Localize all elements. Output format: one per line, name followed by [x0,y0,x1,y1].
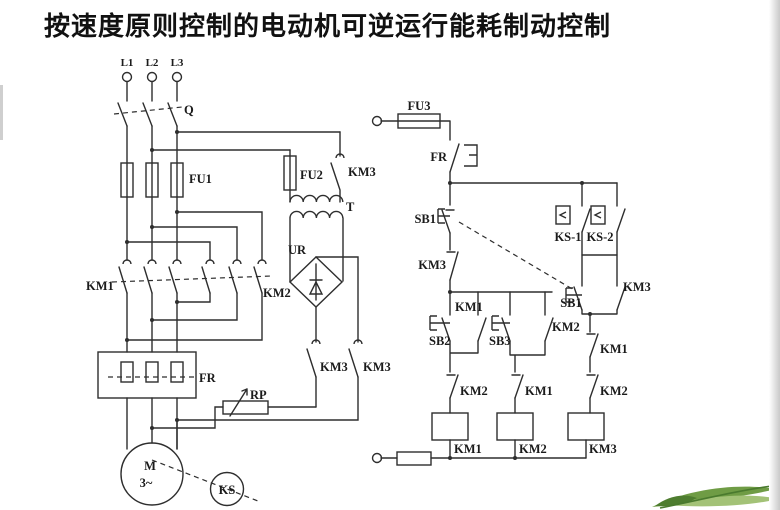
thermal-contact-fr-label: FR [430,150,448,164]
brake-nc-km1-label: KM1 [600,342,628,356]
thermal-contact-fr: FR [430,143,618,206]
brake-contact-km3-label: KM3 [348,165,376,179]
rectifier-ur: UR [288,243,359,343]
terminal-l2 [146,71,158,83]
contactor-km1-label: KM1 [86,279,114,293]
power-circuit: L1 L2 L3 Q [86,57,391,507]
fuse-fu2-label: FU2 [300,168,323,182]
speed-contacts-ks: KS-1 KS-2 [554,182,626,256]
right-edge-strip [769,0,780,510]
interlock-km2-nc-label: KM2 [460,384,488,398]
leaf-stem [659,485,773,509]
leaf-decoration [652,485,778,509]
fuse-fu1-label: FU1 [189,172,212,186]
crossover-feeds [125,210,263,261]
coil-km3-label: KM3 [589,442,617,456]
brake-fuse-fu2: FU2 [283,149,323,203]
transformer-t: T [289,194,355,283]
coil-km1-label: KM1 [454,442,482,456]
rectifier-ur-label: UR [288,243,307,257]
control-fuse-fu3-label: FU3 [408,99,431,113]
brake-contact-km3-supply: KM3 [330,131,376,203]
interlock-km3-nc: KM3 [418,251,553,294]
switch-q-label: Q [184,103,194,117]
supply-terminals: L1 L2 L3 [121,57,184,102]
branch-km2: SB3 KM2 KM1 KM2 [489,291,580,459]
selfhold-km2-label: KM2 [552,320,580,334]
disconnect-switch-q: Q [113,102,194,164]
coil-km2-label: KM2 [519,442,547,456]
branch-km1: SB2 KM1 KM2 KM1 [429,291,488,459]
dc-brake-km3-right-label: KM3 [363,360,391,374]
slide-title: 按速度原则控制的电动机可逆运行能耗制动控制 [44,12,612,41]
brake-start-parallel: SB1 KM3 [560,254,651,315]
contactor-contacts-km2: KM2 [111,259,291,300]
stop-button-sb1-nc-label: SB1 [414,212,436,226]
phase-l2-label: L2 [146,57,159,69]
dc-brake-km3-left-label: KM3 [320,360,348,374]
fuse-group-fu1: FU1 [120,162,212,261]
control-supply: FU3 [371,99,451,141]
stop-button-sb1-no-label: SB1 [560,296,582,310]
speed-relay-ks: KS [151,459,259,507]
speed-contact-ks1-label: KS-1 [554,230,581,244]
branch-km3: KM1 KM2 KM3 [567,312,628,459]
dc-brake-contacts: KM3 KM3 [175,339,391,450]
start-button-sb2-label: SB2 [429,334,451,348]
terminal-l3 [171,71,183,83]
selfhold-km1-label: KM1 [455,300,483,314]
transformer-t-label: T [346,200,355,214]
motor-label: M [144,459,156,473]
phase-l3-label: L3 [171,57,184,69]
stop-button-sb1-nc: SB1 [414,208,575,291]
speed-contact-ks2-label: KS-2 [586,230,613,244]
brake-nc-km2-label: KM2 [600,384,628,398]
contactor-km2-label: KM2 [263,286,291,300]
bottom-bus [371,451,587,466]
motor-m: M 3~ [120,442,184,506]
brake-resistor-rp-label: RP [250,388,267,402]
leaf-blade-dark [655,495,697,507]
motor-phase-label: 3~ [140,476,153,490]
brake-supply-taps [150,130,341,152]
selfhold-km3-label: KM3 [623,280,651,294]
leaf-blade-light [666,495,778,507]
start-button-sb3-label: SB3 [489,334,511,348]
interlock-km1-nc-label: KM1 [525,384,553,398]
terminal-l1 [121,71,133,83]
thermal-relay-fr: FR [97,351,217,450]
control-circuit: FU3 FR SB1 [371,99,651,466]
crossover-outputs [125,292,263,353]
interlock-km3-nc-label: KM3 [418,258,446,272]
thermal-relay-fr-label: FR [199,371,217,385]
brake-resistor-rp: RP [150,388,317,430]
phase-l1-label: L1 [121,57,134,69]
speed-relay-ks-label: KS [219,483,236,497]
contactor-contacts-km1: KM1 [86,259,182,294]
left-edge-mark [0,85,3,140]
